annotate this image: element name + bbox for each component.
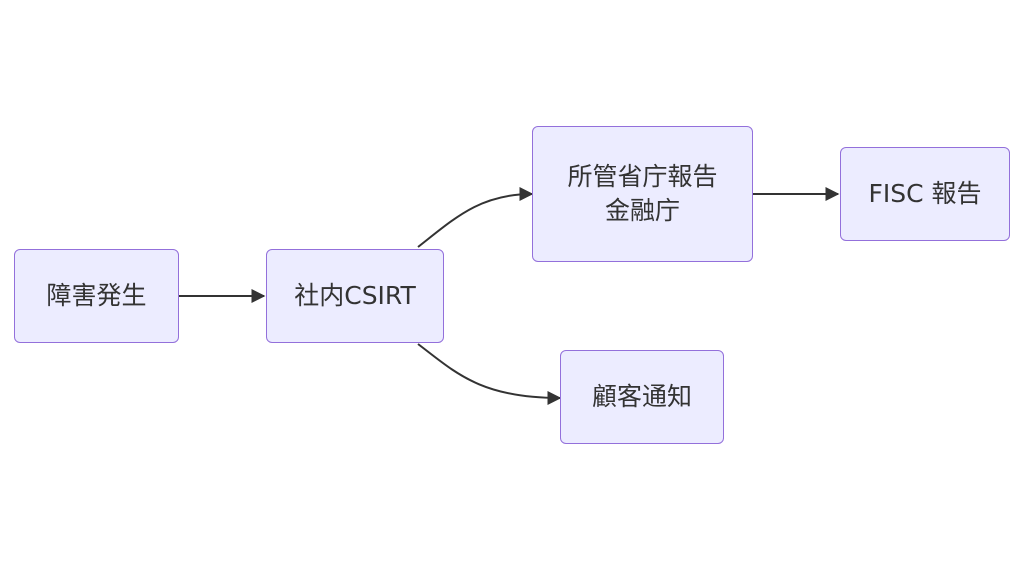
node-customer[interactable]: 顧客通知 [560,350,724,444]
node-csirt[interactable]: 社内CSIRT [266,249,444,343]
edge-csirt-to-ministry [417,187,534,248]
node-fisc-label: FISC 報告 [868,179,982,208]
node-fisc[interactable]: FISC 報告 [840,147,1010,241]
node-customer-label: 顧客通知 [591,382,692,411]
node-incident-label: 障害発生 [46,281,147,310]
node-ministry-label-line2: 金融庁 [604,196,680,225]
node-ministry[interactable]: 所管省庁報告 金融庁 [532,126,753,262]
edge-csirt-to-customer [417,343,562,405]
node-incident[interactable]: 障害発生 [14,249,179,343]
node-ministry-label-line1: 所管省庁報告 [567,162,718,191]
node-csirt-label: 社内CSIRT [294,281,416,310]
